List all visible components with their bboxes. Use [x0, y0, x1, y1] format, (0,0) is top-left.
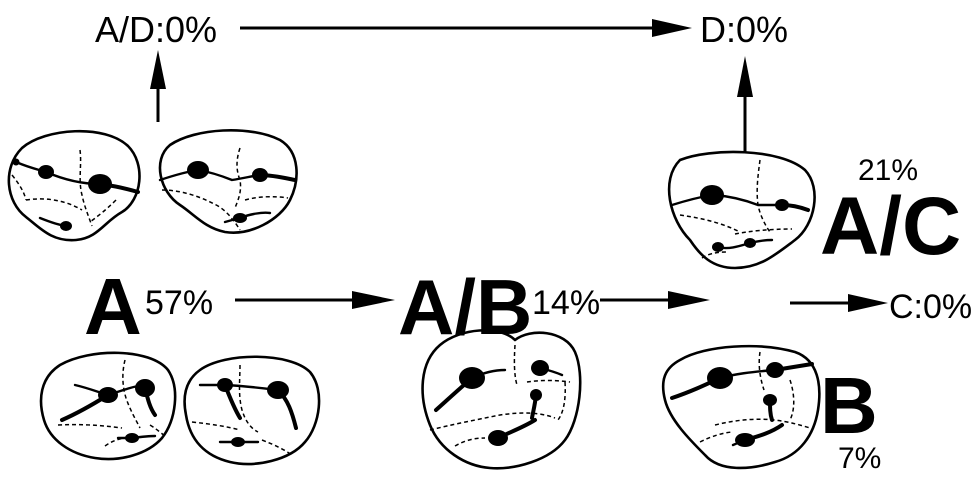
tooth-b — [663, 346, 819, 468]
cusp-blob — [766, 362, 784, 378]
groove-line — [123, 360, 140, 428]
cusp-blob — [60, 221, 72, 231]
tooth-outline — [185, 357, 320, 464]
groove-line — [245, 197, 288, 200]
groove-line — [757, 160, 770, 232]
arrow-head — [352, 291, 395, 309]
arrow-ad-to-d — [240, 19, 692, 37]
groove-line — [262, 440, 292, 455]
tooth-outline — [160, 130, 297, 232]
groove-line — [162, 190, 240, 230]
fissure-line — [672, 195, 782, 205]
groove-line — [735, 229, 792, 234]
cusp-blob — [233, 213, 247, 223]
arrow-head — [668, 291, 710, 309]
label-b-percent: 7% — [838, 442, 881, 475]
cusp-blob — [735, 433, 755, 447]
cusp-blob — [531, 360, 549, 376]
cusp-blob — [135, 379, 155, 397]
label-ad: A/D:0% — [95, 9, 217, 50]
tooth-outline — [669, 152, 814, 268]
cusp-blob — [712, 242, 724, 252]
label-b: B — [820, 361, 878, 450]
groove-line — [527, 381, 570, 383]
arrow-head — [848, 294, 888, 312]
groove-line — [455, 438, 485, 446]
groove-line — [700, 432, 732, 442]
cusp-blob — [459, 367, 485, 389]
arrow-head — [652, 19, 692, 37]
fissure-line — [160, 170, 260, 180]
groove-line — [790, 380, 794, 420]
tooth-ab — [423, 330, 581, 468]
cusp-blob — [38, 165, 54, 179]
cusp-blob — [707, 367, 733, 389]
cusp-blob — [700, 185, 724, 205]
arrow-head — [150, 50, 166, 89]
cusp-blob — [125, 433, 139, 443]
cusp-blob — [217, 378, 233, 392]
groove-line — [514, 345, 517, 385]
tooth-a-1 — [41, 353, 175, 459]
cusp-blob — [98, 387, 118, 403]
fissure-line — [225, 213, 270, 222]
label-c: C:0% — [889, 288, 972, 326]
groove-line — [58, 425, 122, 428]
groove-line — [12, 175, 26, 200]
cusp-blob — [88, 174, 112, 194]
tooth-ad-2 — [160, 130, 297, 232]
groove-line — [192, 422, 240, 430]
groove-line — [150, 425, 165, 436]
label-a-percent: 57% — [145, 284, 213, 322]
label-d: D:0% — [700, 9, 788, 50]
tooth-ac — [669, 152, 814, 268]
tooth-outline — [663, 346, 819, 468]
cusp-blob — [267, 381, 289, 399]
arrow-a-to-ad — [150, 50, 166, 122]
cusp-blob — [187, 161, 209, 179]
arrow-ab-to-next — [600, 291, 710, 309]
groove-line — [558, 382, 565, 420]
cusp-blob — [744, 238, 756, 248]
cusp-blob — [13, 159, 20, 166]
label-a: A — [84, 262, 142, 351]
fissure-line — [16, 162, 100, 184]
groove-line — [715, 419, 810, 428]
cusp-blob — [488, 430, 508, 446]
groove-line — [680, 215, 740, 232]
label-ab-percent: 14% — [532, 284, 600, 322]
tooth-outline — [41, 353, 175, 459]
cusp-blob — [763, 394, 777, 406]
groove-line — [240, 365, 259, 432]
tooth-ad-1 — [9, 131, 140, 240]
label-ac: A/C — [820, 181, 961, 272]
tooth-a-2 — [185, 357, 320, 464]
cusp-blob — [252, 168, 268, 182]
cusp-blob — [530, 389, 542, 401]
cusp-blob — [775, 199, 789, 211]
cusp-blob — [231, 437, 245, 447]
arrow-to-c — [790, 294, 888, 312]
groove-line — [26, 199, 82, 210]
arrow-a-to-ab — [235, 291, 395, 309]
arrow-head — [737, 56, 753, 97]
arrow-ac-to-d — [737, 56, 753, 152]
